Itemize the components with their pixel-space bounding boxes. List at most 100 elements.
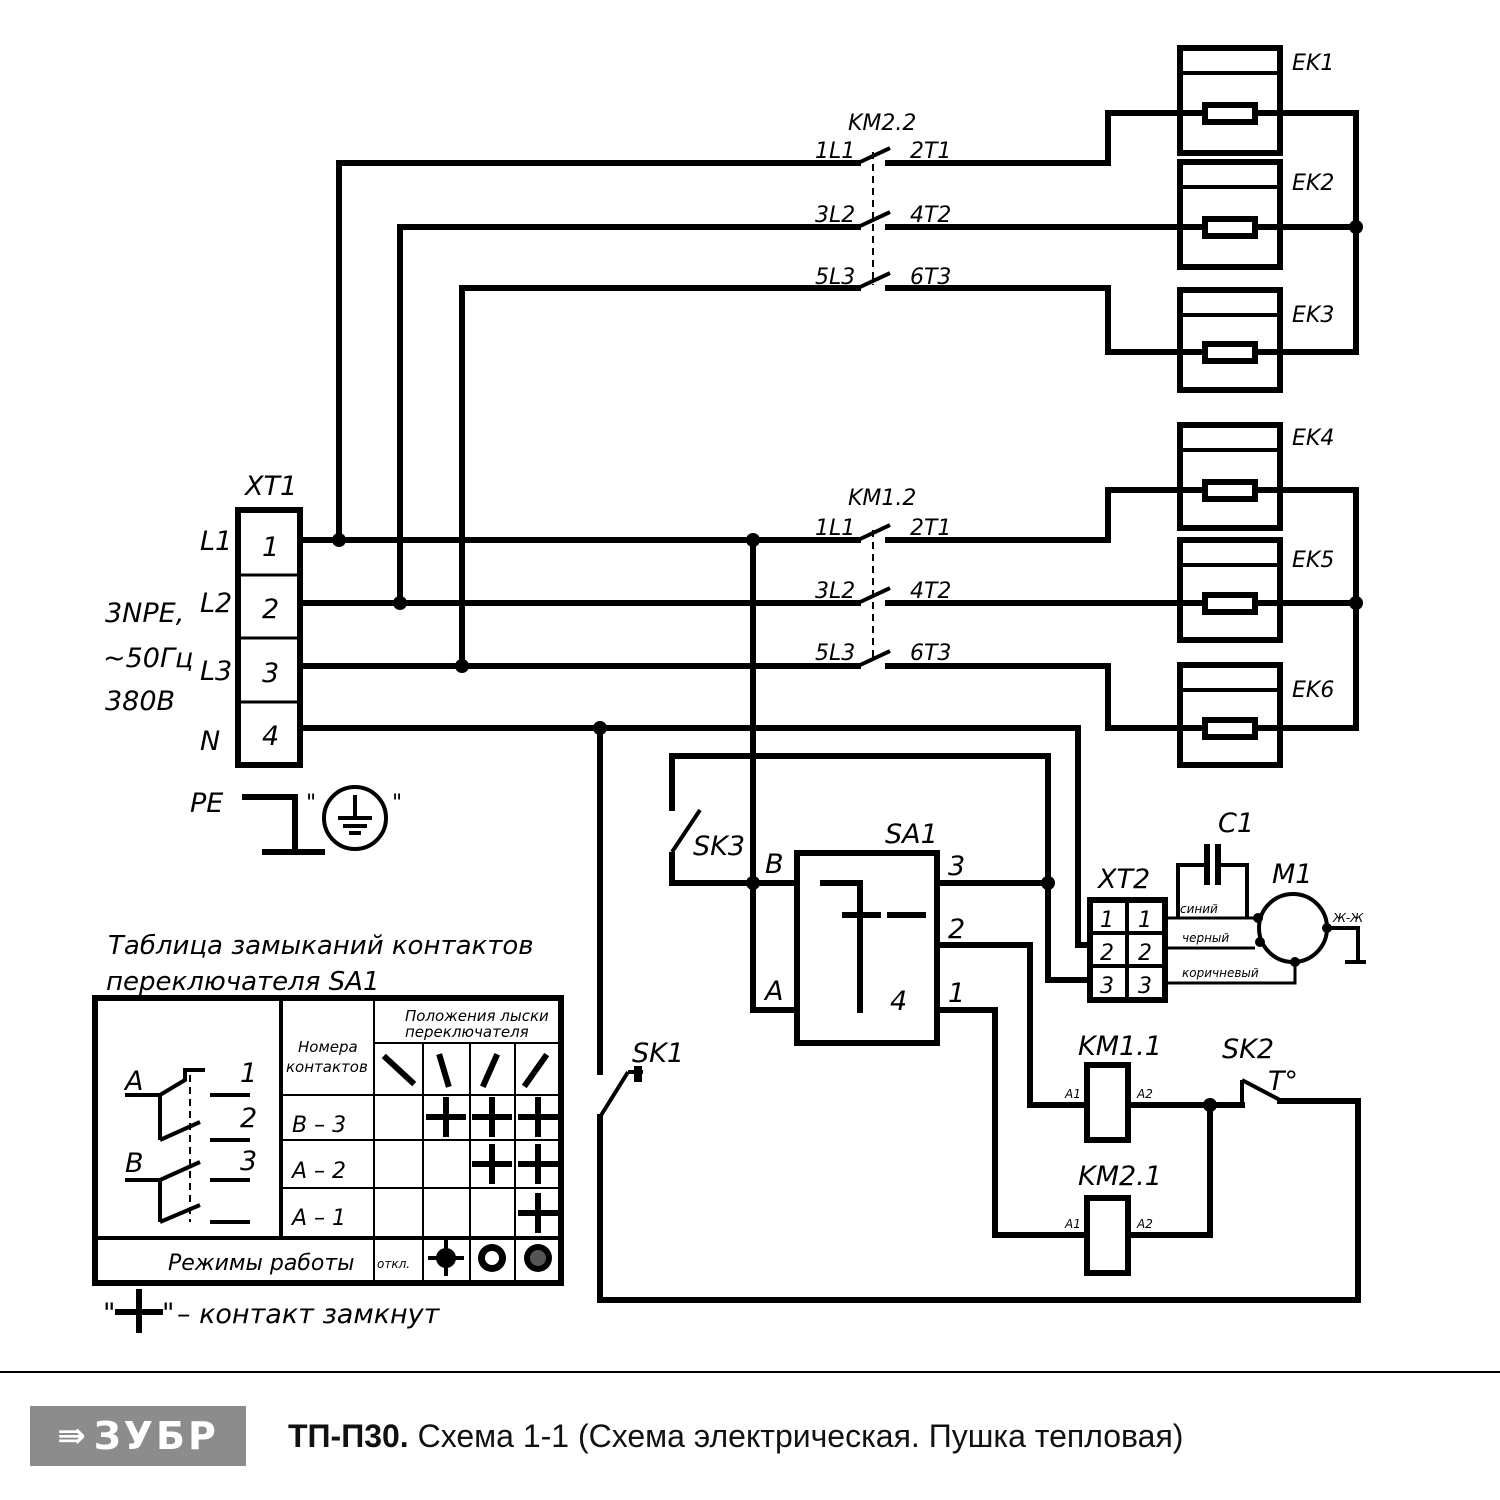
km12-in-2: 3L2: [815, 579, 855, 604]
km12-out-2: 4T2: [910, 579, 951, 604]
modes-label: Режимы работы: [168, 1251, 355, 1276]
line-label-l1: L1: [200, 526, 232, 557]
line-label-n: N: [200, 726, 220, 757]
sa1-pin-2: 2: [948, 914, 965, 945]
switch-sa1: SA1 B A 3 2 1 4: [763, 819, 965, 1046]
km22-label: KM2.2: [848, 111, 916, 136]
xt1-pin-2: 2: [262, 594, 279, 625]
brand-logo: ⇛ ЗУБР: [30, 1406, 246, 1466]
heater-ek2: EK2: [1177, 159, 1334, 270]
header-positions-line-1: Положения лыски: [405, 1007, 549, 1025]
sk3-label: SK3: [693, 831, 745, 862]
closed-contact-icon: [115, 1289, 163, 1333]
legend-quote-open: ": [103, 1298, 115, 1329]
pe-quote-open: ": [306, 791, 316, 816]
brand-arrow-icon: ⇛: [57, 1416, 86, 1456]
xt2-left-2: 2: [1100, 941, 1114, 966]
terminal-block-xt2: XT2 1 2 3 1 2 3 синий черный коричневый: [1087, 864, 1297, 1003]
mode-off-label: откл.: [377, 1257, 410, 1271]
legend: " " – контакт замкнут: [103, 1289, 441, 1333]
contact-table: Таблица замыканий контактов переключател…: [92, 931, 564, 1286]
sketch-label-2: 2: [240, 1103, 257, 1134]
xt2-left-3: 3: [1100, 974, 1114, 999]
sketch-label-1: 1: [240, 1058, 257, 1089]
heater-ek4: EK4: [1177, 422, 1334, 531]
sk2-label: SK2: [1222, 1034, 1274, 1065]
km22-in-2: 3L2: [815, 203, 855, 228]
closed-contact-mark: [518, 1144, 558, 1184]
coil-km1-1: KM1.1 A1 A2: [1064, 1031, 1162, 1143]
table-title-line-2: переключателя SA1: [106, 967, 380, 997]
sa1-label: SA1: [885, 819, 938, 850]
table-row-b3: B – 3: [292, 1113, 346, 1138]
km22-in-1: 1L1: [815, 139, 855, 164]
xt2-wire-black: черный: [1182, 931, 1229, 945]
knob-position-icon-2: [436, 1053, 452, 1088]
pe-ground: PE " ": [190, 785, 402, 855]
table-title-line-1: Таблица замыканий контактов: [108, 931, 534, 961]
km21-label: KM2.1: [1078, 1161, 1162, 1192]
control-wiring: [597, 537, 1361, 1303]
table-row-a1: A – 1: [290, 1206, 346, 1231]
heater-label-ek2: EK2: [1292, 171, 1334, 196]
knob-position-icon-3: [480, 1053, 500, 1088]
km12-label: KM1.2: [848, 486, 916, 511]
heater-ek5: EK5: [1177, 537, 1334, 643]
km21-a1: A1: [1064, 1217, 1081, 1231]
xt2-label: XT2: [1096, 864, 1150, 895]
closed-contact-marks: [426, 1097, 558, 1233]
xt1-pin-3: 3: [262, 658, 279, 689]
heater-ek3: EK3: [1177, 287, 1334, 393]
heater-label-ek1: EK1: [1292, 51, 1334, 76]
sa1-terminal-a: A: [763, 976, 783, 1007]
closed-contact-mark: [472, 1097, 512, 1137]
xt2-right-3: 3: [1138, 974, 1152, 999]
xt2-wire-brown: коричневый: [1182, 966, 1259, 980]
heater-label-ek5: EK5: [1292, 548, 1334, 573]
sketch-label-a: A: [123, 1066, 143, 1097]
supply-spec: 3NPE, ~50Гц 380В: [103, 598, 193, 717]
km12-out-3: 6T3: [910, 641, 951, 666]
sa1-pin-1: 1: [948, 978, 965, 1009]
legend-text: – контакт замкнут: [177, 1299, 441, 1330]
heater-ek1: EK1: [1177, 45, 1334, 156]
footer-caption: ТП-П30. Схема 1-1 (Схема электрическая. …: [288, 1418, 1183, 1455]
mode-fan-heat-icon: [428, 1240, 464, 1276]
footer-model: ТП-П30.: [288, 1418, 409, 1454]
closed-contact-mark: [518, 1193, 558, 1233]
line-label-l2: L2: [200, 588, 232, 619]
sa1-pin-3: 3: [948, 851, 965, 882]
km11-label: KM1.1: [1078, 1031, 1162, 1062]
supply-line-2: ~50Гц: [103, 643, 193, 674]
supply-line-1: 3NPE,: [105, 598, 184, 629]
xt2-right-1: 1: [1138, 908, 1152, 933]
xt1-pin-1: 1: [262, 532, 279, 563]
brand-name: ЗУБР: [93, 1414, 219, 1458]
coil-km2-1: KM2.1 A1 A2: [1064, 1161, 1162, 1276]
footer-divider: [0, 1371, 1500, 1373]
closed-contact-mark: [426, 1097, 466, 1137]
heater-label-ek3: EK3: [1292, 303, 1334, 328]
sketch-label-b: B: [125, 1148, 144, 1179]
sk2-temp-label: T°: [1268, 1066, 1298, 1097]
closed-contact-mark: [472, 1144, 512, 1184]
line-label-l3: L3: [200, 656, 232, 687]
thermostat-labels: SK3 SK1 SK2 T°: [632, 831, 1298, 1097]
footer-caption-text: Схема 1-1 (Схема электрическая. Пушка те…: [417, 1418, 1184, 1454]
knob-position-icon-4: [521, 1052, 550, 1089]
km12-out-1: 2T1: [910, 516, 951, 541]
km11-a1: A1: [1064, 1087, 1081, 1101]
motor-m1: M1 Ж-Ж: [1253, 859, 1366, 967]
header-numbers-line-1: Номера: [298, 1038, 358, 1056]
sketch-label-3: 3: [240, 1146, 257, 1177]
knob-position-icon-1: [381, 1053, 417, 1087]
km21-a2: A2: [1136, 1217, 1153, 1231]
km11-a2: A2: [1136, 1087, 1153, 1101]
m1-label: M1: [1272, 859, 1312, 890]
terminal-block-xt1: XT1 1 2 3 4 L1 L2 L3 N: [200, 471, 303, 768]
m1-ground-note: Ж-Ж: [1332, 911, 1364, 925]
sa1-terminal-b: B: [765, 849, 784, 880]
mode-full-power-icon: [524, 1244, 552, 1272]
c1-label: C1: [1218, 808, 1254, 839]
pe-quote-close: ": [392, 791, 402, 816]
